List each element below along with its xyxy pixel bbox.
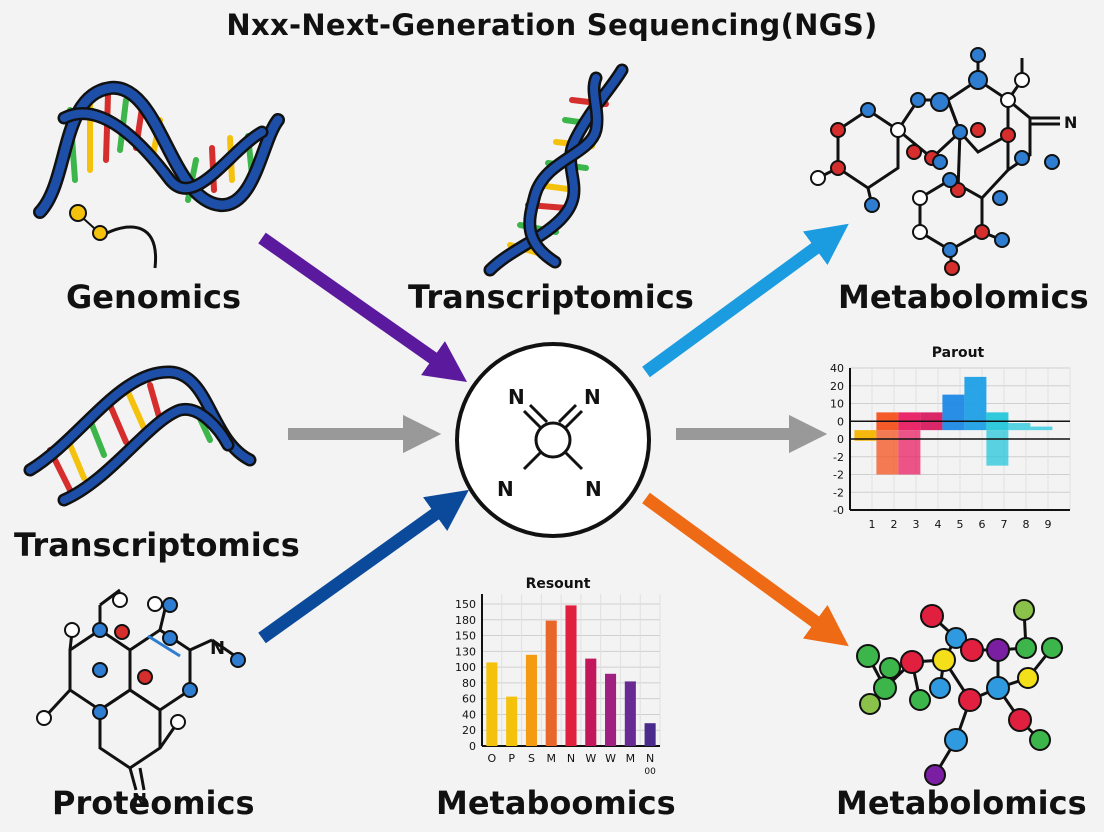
label-genomics: Genomics xyxy=(66,278,242,316)
bar xyxy=(986,430,1009,466)
label-metabolomics-bottom: Metabolomics xyxy=(836,784,1087,822)
y-tick-label: 40 xyxy=(462,708,476,721)
bar xyxy=(1008,423,1031,431)
chart-title: Resount xyxy=(526,576,591,592)
x-tick-label: N xyxy=(646,752,654,765)
bar xyxy=(486,662,498,746)
bar xyxy=(545,620,557,746)
y-tick-label: 0 xyxy=(837,415,844,428)
bar xyxy=(585,658,597,746)
y-tick-label: 40 xyxy=(830,362,844,375)
label-proteomics: Proteomics xyxy=(52,784,255,822)
y-tick-label: -2 xyxy=(833,486,844,499)
y-tick-label: 150 xyxy=(455,598,476,611)
molecule-atom-n: N xyxy=(210,638,225,659)
arrow-hub-to-metabolomics-top xyxy=(642,223,849,378)
bar xyxy=(644,723,656,746)
y-tick-label: -2 xyxy=(833,469,844,482)
arrow-hub-to-network xyxy=(642,492,849,647)
x-tick-label: 4 xyxy=(935,518,942,531)
y-tick-label: 130 xyxy=(455,645,476,658)
bar xyxy=(1030,426,1053,431)
x-tick-label: P xyxy=(508,752,515,765)
arrow-proteomics-to-hub xyxy=(258,489,469,644)
x-tick-label: M xyxy=(626,752,636,765)
hub-atom-n: N xyxy=(585,477,602,501)
y-tick-label: 0 xyxy=(837,433,844,446)
y-tick-label: 60 xyxy=(462,693,476,706)
bar xyxy=(624,681,636,746)
x-tick-label: W xyxy=(605,752,616,765)
bar xyxy=(854,430,877,441)
x-tick-label: W xyxy=(585,752,596,765)
x-tick-label: S xyxy=(528,752,535,765)
y-tick-label: 20 xyxy=(462,724,476,737)
x-tick-label: 00 xyxy=(644,767,656,777)
bar xyxy=(942,394,965,431)
label-transcriptomics-top: Transcriptomics xyxy=(408,278,694,316)
arrow-genomics-to-hub xyxy=(258,232,468,382)
x-tick-label: O xyxy=(488,752,497,765)
molecule-proteomics: N N xyxy=(36,588,246,811)
x-tick-label: N xyxy=(567,752,575,765)
bar xyxy=(506,696,518,746)
network-metabolomics-bottom xyxy=(856,599,1063,786)
y-tick-label: 180 xyxy=(455,614,476,627)
x-tick-label: 1 xyxy=(869,518,876,531)
x-tick-label: 8 xyxy=(1023,518,1030,531)
label-metaboomics: Metaboomics xyxy=(436,784,676,822)
y-tick-label: 0 xyxy=(469,740,476,753)
y-tick-label: 150 xyxy=(455,630,476,643)
molecule-metabolomics-top: N xyxy=(810,47,1077,276)
dna-mid-left-illustration xyxy=(23,365,257,507)
diagram-title: Nxx-Next-Generation Sequencing(NGS) xyxy=(226,8,878,42)
bar xyxy=(964,376,987,431)
y-tick-label: -2 xyxy=(833,451,844,464)
label-metabolomics-top: Metabolomics xyxy=(838,278,1089,316)
x-tick-label: 3 xyxy=(913,518,920,531)
hub-molecule: N N N N xyxy=(455,342,651,538)
label-transcriptomics-mid: Transcriptomics xyxy=(14,526,300,564)
bar xyxy=(876,430,899,475)
hub-atom-n: N xyxy=(508,385,525,409)
bar xyxy=(565,605,577,746)
bar xyxy=(605,673,617,746)
y-tick-label: -0 xyxy=(833,504,844,517)
x-tick-label: 5 xyxy=(957,518,964,531)
y-tick-label: 10 xyxy=(830,398,844,411)
bar xyxy=(525,654,537,746)
y-tick-label: 20 xyxy=(830,380,844,393)
hub-atom-n: N xyxy=(584,385,601,409)
bar xyxy=(898,430,921,475)
chart-parout: Parout 40 20 10 0 0 -2 -2 -2 -0 1 2 3 4 5 6 7 8 9 xyxy=(830,345,1071,531)
hub-atom-n: N xyxy=(497,477,514,501)
dna-transcriptomics-illustration xyxy=(483,63,629,277)
molecule-atom-n: N xyxy=(1064,113,1077,132)
x-tick-label: 9 xyxy=(1045,518,1052,531)
dna-genomics-illustration xyxy=(33,80,285,269)
x-tick-label: 2 xyxy=(891,518,898,531)
y-tick-label: 80 xyxy=(462,677,476,690)
flow-arrows xyxy=(258,223,849,647)
x-tick-label: 6 xyxy=(979,518,986,531)
molecule-atom-n: N xyxy=(132,790,147,811)
x-tick-label: M xyxy=(546,752,556,765)
chart-title: Parout xyxy=(932,345,985,361)
y-tick-label: 100 xyxy=(455,661,476,674)
x-tick-label: 7 xyxy=(1001,518,1008,531)
